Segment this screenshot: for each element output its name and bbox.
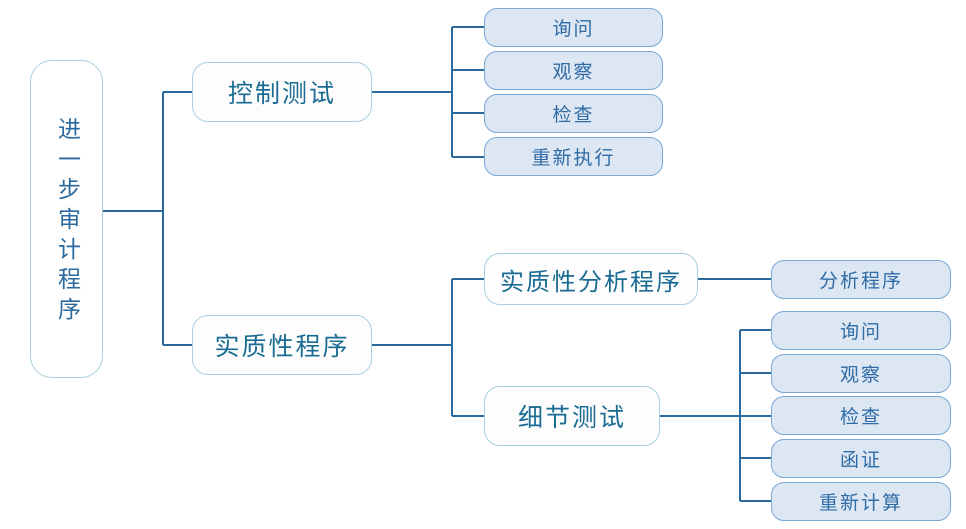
branch-node-substantive-procedures[interactable]: 实质性程序 bbox=[192, 315, 372, 375]
leaf-node-control-reperformance[interactable]: 重新执行 bbox=[484, 137, 663, 176]
leaf-node-control-inquiry[interactable]: 询问 bbox=[484, 8, 663, 47]
leaf-node-control-inspection[interactable]: 检查 bbox=[484, 94, 663, 133]
leaf-node-details-inspection[interactable]: 检查 bbox=[771, 396, 951, 435]
leaf-node-details-inquiry[interactable]: 询问 bbox=[771, 311, 951, 350]
leaf-node-control-observation[interactable]: 观察 bbox=[484, 51, 663, 90]
branch-node-control-tests[interactable]: 控制测试 bbox=[192, 62, 372, 122]
leaf-node-analytical-procedures[interactable]: 分析程序 bbox=[771, 260, 951, 299]
branch-node-substantive-analytical[interactable]: 实质性分析程序 bbox=[484, 253, 698, 305]
leaf-node-details-confirmation[interactable]: 函证 bbox=[771, 439, 951, 478]
root-node[interactable]: 进一步审计程序 bbox=[30, 60, 103, 378]
branch-node-tests-of-details[interactable]: 细节测试 bbox=[484, 386, 660, 446]
leaf-node-details-recalculation[interactable]: 重新计算 bbox=[771, 482, 951, 521]
leaf-node-details-observation[interactable]: 观察 bbox=[771, 354, 951, 393]
